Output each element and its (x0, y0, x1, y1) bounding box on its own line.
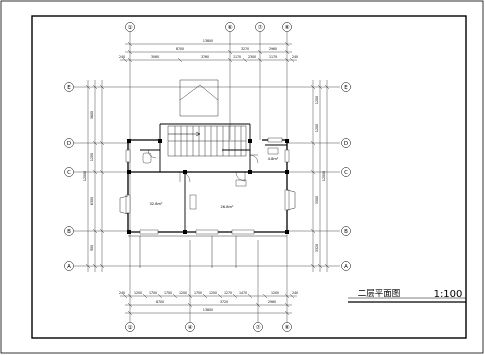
axis-label-right-e: E (344, 85, 348, 91)
axis-label-left-c: C (67, 170, 71, 176)
room-label-bedroom-right: 26.8m² (221, 205, 235, 209)
stair-treads (174, 126, 242, 156)
axis-bubbles-left: E D C B A (64, 82, 74, 271)
dim-top-detail-7: 240 (292, 55, 298, 59)
axis-bubbles-top: ① ⑥ ⑦ ⑧ (125, 22, 292, 32)
windows (125, 137, 290, 235)
axis-label-left-b: B (67, 229, 71, 235)
exterior-walls (127, 139, 288, 233)
dim-top-detail-4: 1170 (233, 55, 241, 59)
dimension-lines (85, 41, 330, 316)
dim-bottom-overall: 13800 (203, 308, 213, 312)
room-label-bath: 4.8m² (268, 157, 279, 161)
axis-label-bottom-7: ⑦ (256, 324, 261, 331)
axis-label-top-1: ① (128, 25, 133, 31)
axis-label-bottom-1: ① (128, 325, 133, 331)
dim-top-detail-6: 1170 (269, 55, 277, 59)
dim-bottom-detail-2: 1200 (134, 291, 142, 295)
dim-top-mid-2: 3270 (241, 47, 249, 51)
dim-top-mid-1: 8700 (176, 47, 184, 51)
axis-label-top-8: ⑧ (285, 25, 290, 31)
dim-left-mid-3: 6300 (90, 197, 94, 205)
dim-bottom-detail-4: 1700 (164, 291, 172, 295)
dim-bottom-detail-8: 1270 (224, 291, 232, 295)
axis-label-right-b: B (344, 229, 348, 235)
axis-bubbles-right: E D C B A (341, 82, 351, 271)
dim-bottom-mid-1: 8700 (156, 300, 164, 304)
axis-label-right-d: D (344, 141, 348, 147)
dim-bottom-detail-3: 1700 (149, 291, 157, 295)
dim-bottom-detail-9: 1470 (239, 291, 247, 295)
dim-top-detail-5: 2300 (248, 55, 256, 59)
roof-outline (179, 79, 219, 117)
dim-right-mid-3: 3500 (315, 196, 319, 204)
columns (127, 139, 289, 234)
room-label-bedroom-left: 32.8m² (150, 202, 164, 206)
dim-left-mid-4: 900 (90, 245, 94, 251)
axis-label-bottom-4: ④ (188, 325, 193, 331)
bay-windows (119, 189, 296, 215)
dim-left-overall: 12000 (83, 171, 87, 181)
axis-bubbles-bottom: ① ④ ⑦ ⑧ (125, 322, 292, 332)
dim-bottom-detail-6: 1700 (194, 291, 202, 295)
dim-top-detail-2: 3060 (151, 55, 159, 59)
axis-label-right-c: C (344, 170, 348, 176)
dim-right-mid-1: 1200 (315, 96, 319, 104)
dim-left-mid-2: 1200 (90, 153, 94, 161)
dim-top-detail-3: 3760 (201, 55, 209, 59)
interior-walls (140, 123, 287, 232)
axis-label-left-a: A (67, 264, 71, 270)
axis-label-bottom-8: ⑧ (285, 325, 290, 331)
axis-label-right-a: A (344, 264, 348, 270)
staircase (167, 125, 247, 157)
dim-right-mid-2: 1200 (315, 124, 319, 132)
dim-bottom-detail-1: 240 (119, 291, 125, 295)
dim-top-overall: 13800 (203, 39, 213, 43)
axis-label-top-6: ⑥ (228, 25, 233, 31)
grid-lines (74, 32, 340, 322)
drawing-title: 二层平面图 (358, 289, 401, 299)
fixtures (142, 147, 279, 210)
dim-bottom-detail-5: 1200 (179, 291, 187, 295)
title-block: 二层平面图 1:100 (348, 289, 466, 303)
dim-bottom-mid-3: 2960 (268, 300, 276, 304)
dim-left-mid-1: 3600 (90, 111, 94, 119)
dim-bottom-detail-11: 240 (292, 291, 298, 295)
axis-label-left-d: D (67, 141, 71, 147)
dim-bottom-detail-10: 1200 (271, 291, 279, 295)
dim-top-detail-1: 240 (119, 55, 125, 59)
dim-right-mid-4: 3320 (315, 244, 319, 252)
dimension-texts: 13800 8700 3270 2960 240 3060 3760 1170 … (83, 39, 326, 312)
dim-bottom-mid-2: 3720 (220, 300, 228, 304)
dim-right-overall: 12000 (322, 171, 326, 181)
drawing-frame (31, 15, 467, 339)
dim-top-mid-3: 2960 (269, 47, 277, 51)
axis-label-top-7: ⑦ (258, 24, 263, 31)
front-balcony (128, 235, 287, 268)
drawing-scale: 1:100 (434, 289, 463, 300)
doors (147, 149, 259, 183)
axis-label-left-e: E (67, 85, 71, 91)
dim-bottom-detail-7: 1200 (209, 291, 217, 295)
